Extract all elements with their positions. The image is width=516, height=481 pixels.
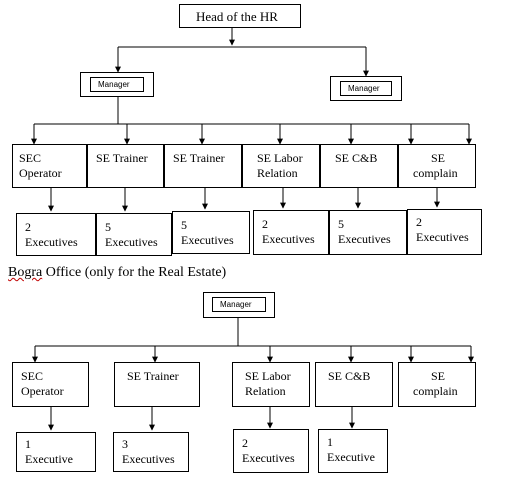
- role-line2: Operator: [19, 166, 62, 180]
- count-number: 5: [338, 217, 344, 231]
- count-number: 2: [416, 215, 422, 229]
- bogra-word: Bogra: [8, 265, 43, 280]
- count-label: Executives: [338, 232, 391, 246]
- count-label: Executives: [25, 235, 78, 249]
- role-line2: complain: [413, 384, 458, 398]
- count-label: Executives: [181, 233, 234, 247]
- bogra-manager-inner: Manager: [212, 297, 266, 312]
- bogra-role-se-cb: SE C&B: [315, 362, 393, 407]
- bogra-count-box-4: 1 Executive: [318, 429, 388, 473]
- count-label: Executives: [105, 235, 158, 249]
- count-box-5: 5 Executives: [329, 210, 407, 255]
- count-box-4: 2 Executives: [253, 210, 329, 255]
- bogra-manager-box: Manager: [203, 292, 275, 318]
- role-box-se-complain: SE complain: [398, 144, 476, 188]
- count-number: 5: [105, 220, 111, 234]
- role-line1: SE: [431, 151, 446, 165]
- bogra-count-box-3: 2 Executives: [233, 429, 309, 473]
- role-line1: SEC: [21, 369, 44, 383]
- count-label: Executives: [242, 451, 295, 465]
- bogra-role-se-complain: SE complain: [398, 362, 476, 407]
- head-of-hr-label: Head of the HR: [196, 9, 278, 24]
- role-line2: complain: [413, 166, 458, 180]
- count-number: 3: [122, 437, 128, 451]
- manager-box-right: Manager: [330, 76, 402, 101]
- count-label: Executive: [25, 452, 73, 466]
- count-label: Executives: [262, 232, 315, 246]
- manager-inner-left: Manager: [90, 77, 144, 92]
- role-line1: SE: [431, 369, 446, 383]
- manager-label-right: Manager: [348, 84, 380, 93]
- role-line1: SEC: [19, 151, 42, 165]
- count-label: Executives: [122, 452, 175, 466]
- bogra-office-heading: Bogra Office (only for the Real Estate): [8, 265, 226, 281]
- role-line1: SE Labor: [245, 369, 291, 383]
- manager-inner-right: Manager: [340, 81, 392, 96]
- role-line2: Operator: [21, 384, 64, 398]
- count-number: 2: [242, 436, 248, 450]
- count-number: 2: [262, 217, 268, 231]
- bogra-heading-rest: Office (only for the Real Estate): [42, 265, 227, 280]
- manager-box-left: Manager: [80, 72, 154, 97]
- count-label: Executives: [416, 230, 469, 244]
- count-label: Executive: [327, 450, 375, 464]
- role-line1: SE C&B: [335, 151, 378, 165]
- bogra-role-se-labor-relation: SE Labor Relation: [232, 362, 310, 407]
- role-box-se-trainer-1: SE Trainer: [87, 144, 164, 188]
- role-line1: SE Trainer: [127, 369, 179, 383]
- role-box-se-cb: SE C&B: [320, 144, 398, 188]
- role-line2: Relation: [257, 166, 298, 180]
- count-number: 2: [25, 220, 31, 234]
- role-box-se-labor-relation: SE Labor Relation: [242, 144, 320, 188]
- role-box-sec-operator: SEC Operator: [12, 144, 87, 188]
- count-number: 1: [25, 437, 31, 451]
- bogra-count-box-1: 1 Executive: [16, 432, 96, 472]
- role-box-se-trainer-2: SE Trainer: [164, 144, 242, 188]
- count-number: 1: [327, 435, 333, 449]
- bogra-count-box-2: 3 Executives: [113, 432, 189, 472]
- role-line2: Relation: [245, 384, 286, 398]
- role-line1: SE Trainer: [96, 151, 148, 165]
- count-box-3: 5 Executives: [172, 211, 250, 254]
- count-box-2: 5 Executives: [96, 213, 172, 256]
- role-line1: SE Trainer: [173, 151, 225, 165]
- count-box-6: 2 Executives: [407, 209, 482, 255]
- manager-label-left: Manager: [98, 80, 130, 89]
- role-line1: SE C&B: [328, 369, 371, 383]
- count-number: 5: [181, 218, 187, 232]
- bogra-role-se-trainer: SE Trainer: [114, 362, 200, 407]
- bogra-role-sec-operator: SEC Operator: [12, 362, 89, 407]
- head-of-hr-box: Head of the HR: [179, 4, 301, 28]
- role-line1: SE Labor: [257, 151, 303, 165]
- count-box-1: 2 Executives: [16, 213, 96, 256]
- bogra-manager-label: Manager: [220, 300, 252, 309]
